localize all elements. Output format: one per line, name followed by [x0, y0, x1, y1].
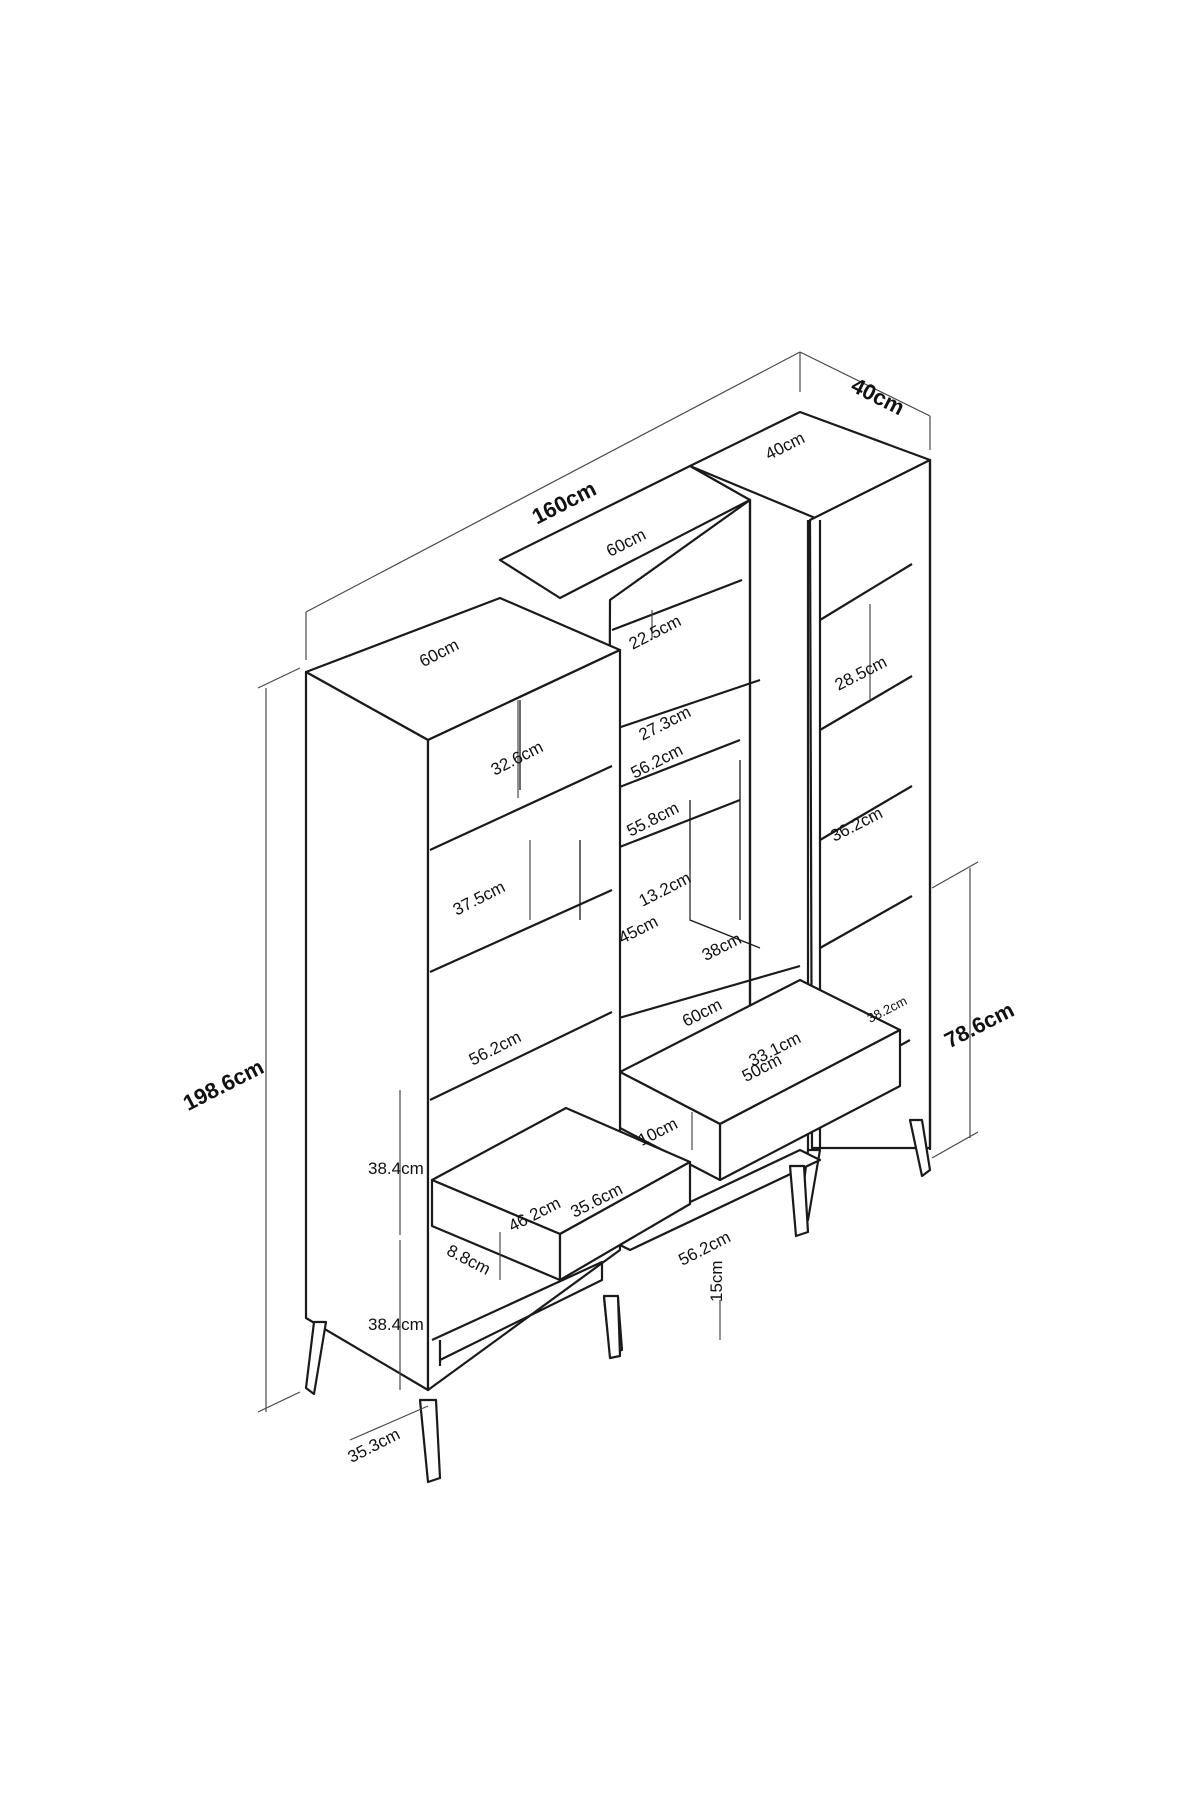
- label-left-drawer-lower: 38.4cm: [368, 1315, 424, 1334]
- left-unit: [304, 596, 692, 1484]
- middle-unit: [498, 464, 902, 1356]
- right-unit: [688, 410, 932, 1222]
- label-left-leg-depth: 35.3cm: [345, 1424, 403, 1466]
- overall-dimension-lines: [257, 351, 979, 1413]
- label-side-height: 78.6cm: [940, 997, 1018, 1053]
- label-overall-height: 198.6cm: [179, 1054, 268, 1116]
- label-left-drawer-upper: 38.4cm: [368, 1159, 424, 1178]
- measurement-ticks: [349, 604, 871, 1441]
- label-overall-depth: 40cm: [847, 372, 908, 420]
- label-middle-leg-height: 15cm: [707, 1260, 726, 1302]
